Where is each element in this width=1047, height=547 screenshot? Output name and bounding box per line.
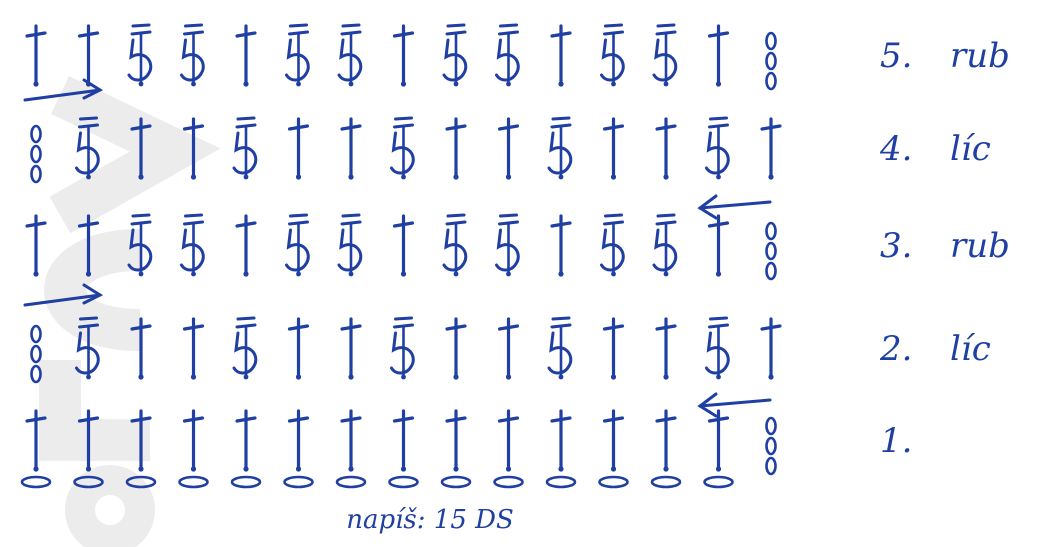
five-stitch-cluster-symbol bbox=[129, 215, 151, 276]
chain-stitch-symbol bbox=[285, 477, 313, 487]
tall-stitch-symbol bbox=[762, 119, 780, 180]
tall-stitch-symbol bbox=[710, 216, 728, 277]
tall-stitch-symbol bbox=[710, 411, 728, 472]
five-stitch-cluster-symbol bbox=[497, 25, 519, 86]
tall-stitch-symbol bbox=[80, 26, 98, 87]
five-stitch-cluster-symbol bbox=[392, 318, 414, 379]
tall-stitch-symbol bbox=[185, 411, 203, 472]
tall-stitch-symbol bbox=[657, 119, 675, 180]
five-stitch-cluster-symbol bbox=[234, 118, 256, 179]
row-number-label: 4. bbox=[879, 129, 912, 169]
arrow-left-icon bbox=[700, 394, 770, 416]
tall-stitch-symbol bbox=[395, 216, 413, 277]
five-stitch-cluster-symbol bbox=[549, 318, 571, 379]
tall-stitch-symbol bbox=[605, 119, 623, 180]
tall-stitch-symbol bbox=[237, 411, 255, 472]
chain-stitch-symbol bbox=[600, 477, 628, 487]
row-side-label: rub bbox=[950, 36, 1010, 76]
turning-chain-symbol bbox=[767, 223, 776, 279]
tall-stitch-symbol bbox=[552, 216, 570, 277]
turning-chain-symbol bbox=[32, 126, 41, 182]
turning-chain-symbol bbox=[767, 33, 776, 89]
chain-stitch-symbol bbox=[390, 477, 418, 487]
tall-stitch-symbol bbox=[657, 319, 675, 380]
tall-stitch-symbol bbox=[710, 26, 728, 87]
five-stitch-cluster-symbol bbox=[444, 25, 466, 86]
chain-stitch-symbol bbox=[22, 477, 50, 487]
tall-stitch-symbol bbox=[762, 319, 780, 380]
tall-stitch-symbol bbox=[27, 26, 45, 87]
tall-stitch-symbol bbox=[447, 119, 465, 180]
row-labels: 5. rub 4. líc 3. rub 2. líc 1. bbox=[879, 36, 1010, 461]
tall-stitch-symbol bbox=[342, 319, 360, 380]
five-stitch-cluster-symbol bbox=[339, 215, 361, 276]
tall-stitch-symbol bbox=[290, 119, 308, 180]
chain-stitch-symbol bbox=[180, 477, 208, 487]
five-stitch-cluster-symbol bbox=[234, 318, 256, 379]
tall-stitch-symbol bbox=[342, 411, 360, 472]
tall-stitch-symbol bbox=[447, 411, 465, 472]
row-number-label: 5. bbox=[880, 36, 912, 76]
chain-stitch-symbol bbox=[495, 477, 523, 487]
arrow-left-icon bbox=[700, 196, 770, 218]
five-stitch-cluster-symbol bbox=[654, 25, 676, 86]
five-stitch-cluster-symbol bbox=[602, 215, 624, 276]
five-stitch-cluster-symbol bbox=[182, 25, 204, 86]
tall-stitch-symbol bbox=[500, 119, 518, 180]
five-stitch-cluster-symbol bbox=[497, 215, 519, 276]
tall-stitch-symbol bbox=[447, 319, 465, 380]
five-stitch-cluster-symbol bbox=[339, 25, 361, 86]
tall-stitch-symbol bbox=[500, 411, 518, 472]
tall-stitch-symbol bbox=[500, 319, 518, 380]
row-side-label: líc bbox=[950, 329, 991, 369]
row-number-label: 3. bbox=[880, 226, 912, 266]
tall-stitch-symbol bbox=[27, 216, 45, 277]
tall-stitch-symbol bbox=[605, 411, 623, 472]
row-number-label: 1. bbox=[880, 421, 912, 461]
tall-stitch-symbol bbox=[290, 319, 308, 380]
tall-stitch-symbol bbox=[185, 319, 203, 380]
turning-chain-symbol bbox=[767, 418, 776, 474]
watermark-shape bbox=[80, 480, 140, 540]
tall-stitch-symbol bbox=[395, 411, 413, 472]
five-stitch-cluster-symbol bbox=[182, 215, 204, 276]
tall-stitch-symbol bbox=[290, 411, 308, 472]
watermark-shape bbox=[60, 360, 150, 440]
row-side-label: rub bbox=[950, 226, 1010, 266]
chain-stitch-symbol bbox=[232, 477, 260, 487]
watermark bbox=[60, 95, 175, 540]
tall-stitch-symbol bbox=[657, 411, 675, 472]
tall-stitch-symbol bbox=[395, 26, 413, 87]
chain-stitch-symbol bbox=[547, 477, 575, 487]
five-stitch-cluster-symbol bbox=[549, 118, 571, 179]
five-stitch-cluster-symbol bbox=[287, 25, 309, 86]
watermark-shape bbox=[65, 250, 140, 330]
five-stitch-cluster-symbol bbox=[287, 215, 309, 276]
tall-stitch-symbol bbox=[342, 119, 360, 180]
row-side-label: líc bbox=[950, 129, 991, 169]
chart-caption: napíš: 15 DS bbox=[346, 505, 514, 535]
chain-stitch-symbol bbox=[337, 477, 365, 487]
row-number-label: 2. bbox=[879, 329, 912, 369]
five-stitch-cluster-symbol bbox=[602, 25, 624, 86]
tall-stitch-symbol bbox=[605, 319, 623, 380]
chain-stitch-symbol bbox=[442, 477, 470, 487]
chain-stitch-symbol bbox=[705, 477, 733, 487]
tall-stitch-symbol bbox=[552, 411, 570, 472]
tall-stitch-symbol bbox=[237, 216, 255, 277]
five-stitch-cluster-symbol bbox=[392, 118, 414, 179]
five-stitch-cluster-symbol bbox=[707, 318, 729, 379]
tall-stitch-symbol bbox=[237, 26, 255, 87]
five-stitch-cluster-symbol bbox=[444, 215, 466, 276]
tall-stitch-symbol bbox=[552, 26, 570, 87]
five-stitch-cluster-symbol bbox=[707, 118, 729, 179]
watermark-shape bbox=[60, 95, 175, 215]
five-stitch-cluster-symbol bbox=[129, 25, 151, 86]
chain-stitch-symbol bbox=[652, 477, 680, 487]
five-stitch-cluster-symbol bbox=[654, 215, 676, 276]
